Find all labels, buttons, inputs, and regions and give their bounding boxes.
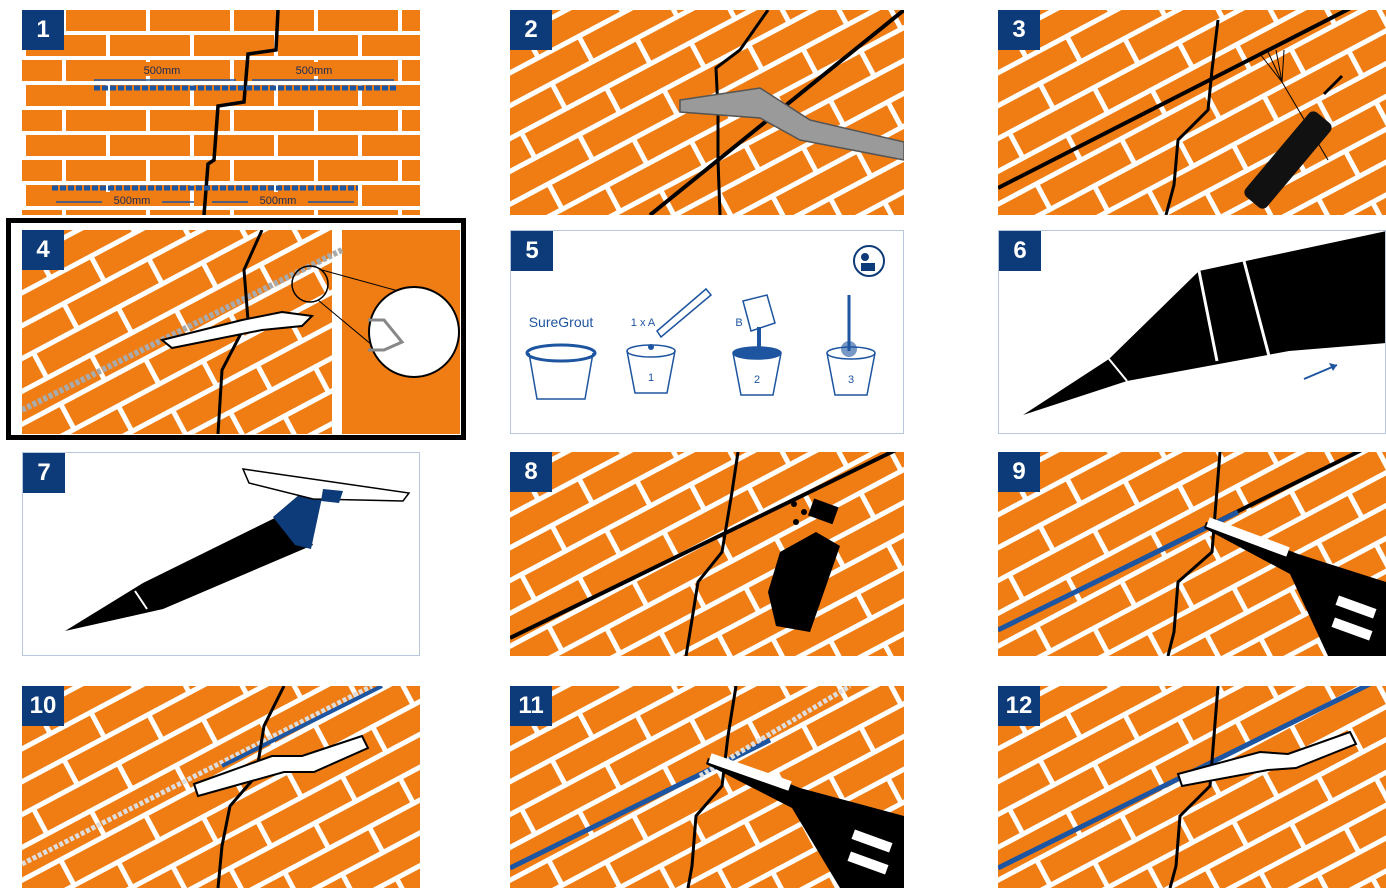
- step-number: 12: [998, 686, 1040, 726]
- step-number: 9: [998, 452, 1040, 492]
- pointing-gun: [1023, 231, 1386, 415]
- dim-label-bottom-right: 500mm: [260, 195, 297, 207]
- step-2-panel: 2: [510, 10, 904, 215]
- step-3-panel: 3: [998, 10, 1386, 215]
- pour-bucket-b: [743, 295, 775, 331]
- step-number: 8: [510, 452, 552, 492]
- step-12-panel: 12: [998, 686, 1386, 888]
- step-7-panel: 7: [22, 452, 420, 656]
- step-6-panel: 6: [998, 230, 1386, 434]
- product-name: SureGrout: [529, 314, 594, 330]
- label-a: 1 x A: [631, 317, 656, 329]
- step-5-panel: SureGrout 1 x A B 1 2 3 5: [510, 230, 904, 434]
- bucket-label-1: 1: [648, 372, 654, 384]
- read-instructions-icon: [854, 246, 884, 276]
- detail-magnifier: [369, 287, 459, 377]
- step-number: 3: [998, 10, 1040, 50]
- step-1-panel: 500mm 500mm 500mm 500mm 1: [22, 10, 420, 215]
- step-1-illustration: 500mm 500mm 500mm 500mm: [22, 10, 420, 215]
- dim-label-top-right: 500mm: [296, 65, 333, 77]
- bottle-a: [657, 289, 711, 337]
- step-number: 5: [511, 231, 553, 271]
- step-number: 1: [22, 10, 64, 50]
- bucket-label-3: 3: [848, 374, 854, 386]
- step-number: 4: [22, 230, 64, 270]
- label-b: B: [735, 317, 742, 329]
- step-number: 11: [510, 686, 552, 726]
- dim-label-top-left: 500mm: [144, 65, 181, 77]
- step-8-panel: 8: [510, 452, 904, 656]
- step-9-panel: 9: [998, 452, 1386, 656]
- step-number: 7: [23, 453, 65, 493]
- step-number: 2: [510, 10, 552, 50]
- step-10-panel: 10: [22, 686, 420, 888]
- step-number: 6: [999, 231, 1041, 271]
- pointing-gun: [65, 509, 313, 631]
- step-number: 10: [22, 686, 64, 726]
- step-11-panel: 11: [510, 686, 904, 888]
- bucket-label-2: 2: [754, 374, 760, 386]
- step-4-panel: 4: [22, 230, 460, 434]
- dim-label-bottom-left: 500mm: [114, 195, 151, 207]
